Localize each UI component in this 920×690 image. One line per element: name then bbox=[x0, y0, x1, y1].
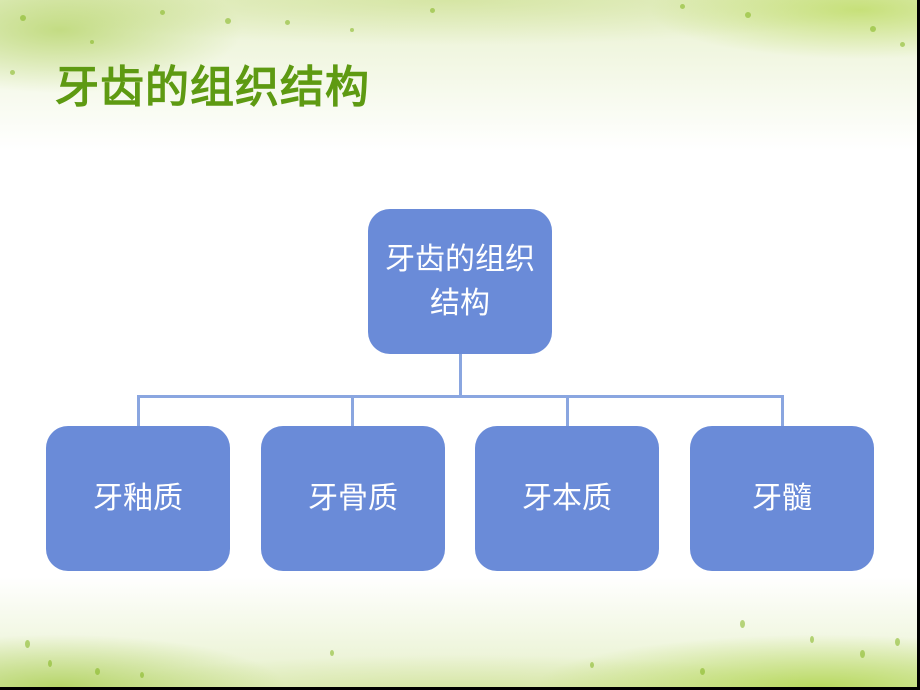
connector-child-4 bbox=[781, 395, 784, 426]
connector-root-stem bbox=[459, 354, 462, 396]
node-cementum: 牙骨质 bbox=[261, 426, 445, 571]
node-label: 牙齿的组织结构 bbox=[385, 241, 535, 321]
connector-child-2 bbox=[351, 395, 354, 426]
connector-horizontal bbox=[137, 395, 784, 398]
node-label: 牙骨质 bbox=[308, 480, 398, 516]
decorative-texture-bottom bbox=[0, 577, 917, 687]
node-label: 牙釉质 bbox=[93, 480, 183, 516]
node-root-tooth-structure: 牙齿的组织结构 bbox=[368, 209, 552, 354]
node-dentin: 牙本质 bbox=[475, 426, 659, 571]
node-label: 牙髓 bbox=[752, 480, 812, 516]
slide-title: 牙齿的组织结构 bbox=[55, 62, 370, 113]
decorative-texture-top bbox=[0, 0, 917, 150]
connector-child-3 bbox=[566, 395, 569, 426]
node-enamel: 牙釉质 bbox=[46, 426, 230, 571]
node-label: 牙本质 bbox=[522, 480, 612, 516]
connector-child-1 bbox=[137, 395, 140, 426]
node-pulp: 牙髓 bbox=[690, 426, 874, 571]
